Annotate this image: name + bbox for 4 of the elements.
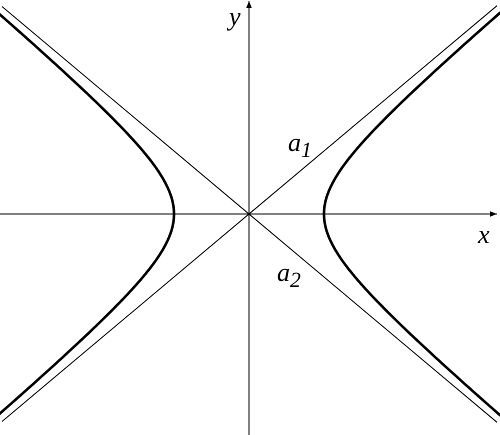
axis-label: y <box>229 4 241 30</box>
axis-label: x <box>478 222 490 248</box>
asymptote-label: a$_{2}$ <box>277 260 301 292</box>
asymptote-label: a$_{1}$ <box>288 130 312 162</box>
